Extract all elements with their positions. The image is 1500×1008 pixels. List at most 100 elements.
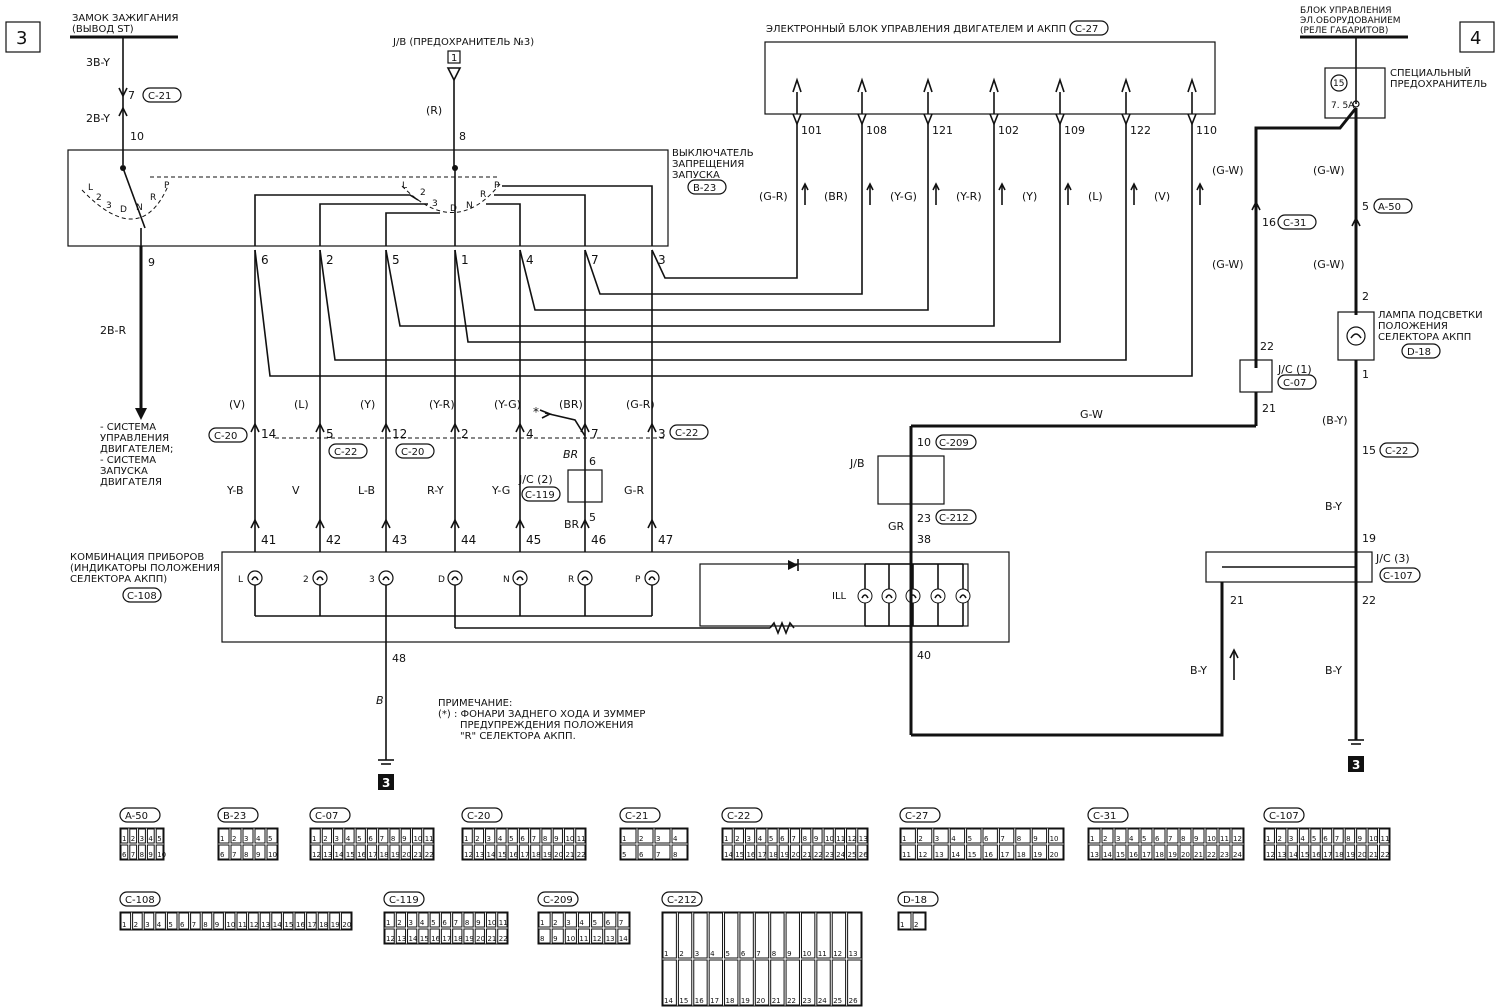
cavity-number: 10 [487, 919, 496, 927]
connector-cavity [463, 912, 474, 928]
connector-cavity [530, 828, 541, 844]
cavity-number: 14 [664, 997, 673, 1005]
conn-badge [461, 807, 503, 823]
connector-cavity [671, 844, 688, 860]
connector-label: A-50 [125, 811, 148, 822]
connector-cavity [120, 844, 129, 860]
engine-system-line: - СИСТЕМА [100, 455, 156, 466]
ecu-conn: C-27 [1075, 24, 1098, 35]
conn-badge [309, 807, 351, 823]
rc-pin-15: 15 [1362, 444, 1376, 457]
connector-cavity [785, 959, 800, 1006]
engine-system-line: - СИСТЕМА [100, 422, 156, 433]
connector-cavity [1218, 828, 1231, 844]
bulb-icon [378, 570, 394, 586]
connector-cavity [617, 912, 630, 928]
connector-cavity [1344, 844, 1356, 860]
bulb-filament [885, 594, 893, 599]
bulb-icon [512, 570, 528, 586]
connector-cavity [230, 844, 242, 860]
cavity-number: 16 [695, 997, 704, 1005]
ignition-pin-c21: 7 [128, 89, 135, 102]
connector-cavity [282, 912, 294, 930]
connector-cavity [418, 928, 429, 944]
connector-cavity [344, 828, 355, 844]
conn-badge-c209 [935, 434, 977, 450]
cavity-number: 13 [935, 851, 944, 859]
cavity-number: 4 [673, 835, 678, 843]
connector-cavity [248, 912, 259, 930]
cavity-number: 21 [413, 851, 422, 859]
engine-system-line: ДВИГАТЕЛЕМ; [100, 444, 173, 455]
rc-pin-19: 19 [1362, 532, 1376, 545]
bulb-filament [516, 576, 524, 581]
connector-cavity [473, 844, 485, 860]
mid-wire-label: (G-R) [626, 398, 655, 411]
connector-cavity [1192, 828, 1205, 844]
connector-cavity [912, 912, 926, 930]
bulb-filament [934, 594, 942, 599]
lower-wire-label: L-B [358, 484, 375, 497]
connector-cavity [1287, 844, 1298, 860]
cavity-number: 6 [1155, 835, 1160, 843]
wire-arrow-up [1351, 216, 1361, 227]
cavity-number: 1 [312, 835, 316, 843]
connector-cavity [708, 912, 724, 959]
arrow-up-icon [801, 182, 809, 191]
cavity-number: 8 [540, 935, 544, 943]
cavity-number: 2 [134, 921, 138, 929]
ecu-pin-arrow [1055, 113, 1065, 127]
cavity-number: 24 [1233, 851, 1242, 859]
cavity-number: 9 [554, 835, 558, 843]
connector-cavity [966, 844, 982, 860]
cluster-pin-number: 43 [392, 533, 407, 547]
cavity-number: 14 [619, 935, 628, 943]
cavity-number: 16 [984, 851, 993, 859]
cavity-number: 17 [1000, 851, 1009, 859]
cavity-number: 12 [464, 851, 473, 859]
connector-cavity [389, 844, 400, 860]
connector-label: D-18 [903, 895, 927, 906]
rc-pin-1: 1 [1362, 368, 1369, 381]
cavity-number: 3 [935, 835, 939, 843]
connector-cavity [1344, 828, 1356, 844]
connector-cavity [1153, 828, 1166, 844]
wire-g-r [651, 124, 798, 279]
jb2-conn-top: C-209 [939, 438, 969, 449]
conn-badge [119, 891, 161, 907]
lamp-position-label: D [438, 575, 445, 585]
cluster-box [221, 551, 1010, 643]
connector-cavity [1264, 844, 1275, 860]
connector-cavity [321, 844, 333, 860]
cavity-number: 4 [498, 835, 503, 843]
cavity-number: 1 [540, 919, 544, 927]
connector-cavity [789, 844, 801, 860]
connector-cavity [1379, 828, 1390, 844]
cavity-number: 19 [1346, 851, 1355, 859]
rc-pin-21: 21 [1262, 402, 1276, 415]
special-fuse-label-1: СПЕЦИАЛЬНЫЙ [1390, 66, 1471, 79]
cluster-pin-number: 42 [326, 533, 341, 547]
cavity-number: 20 [756, 997, 765, 1005]
mid-pin-number: 7 [591, 427, 599, 441]
ecu-pin-number: 109 [1064, 124, 1085, 137]
wire-br [584, 124, 863, 295]
conn-badge [897, 891, 939, 907]
connector-cavity [575, 828, 586, 844]
selector-position-label: N [466, 201, 473, 211]
inhibitor-pin-number: 1 [461, 253, 469, 267]
selector-arc-left [81, 185, 169, 220]
rc-wire-by2: B-Y [1325, 500, 1342, 513]
connector-cavity [400, 828, 411, 844]
cavity-number: 12 [833, 950, 842, 958]
connector-cavity [497, 912, 508, 928]
switch-rail [502, 185, 653, 246]
lamp-position-label: N [503, 575, 510, 585]
connector-cavity [407, 912, 418, 928]
cavity-number: 17 [1142, 851, 1151, 859]
conn-badge [899, 807, 941, 823]
cavity-number: 5 [357, 835, 361, 843]
mid-conn-c20-b: C-20 [401, 447, 424, 458]
